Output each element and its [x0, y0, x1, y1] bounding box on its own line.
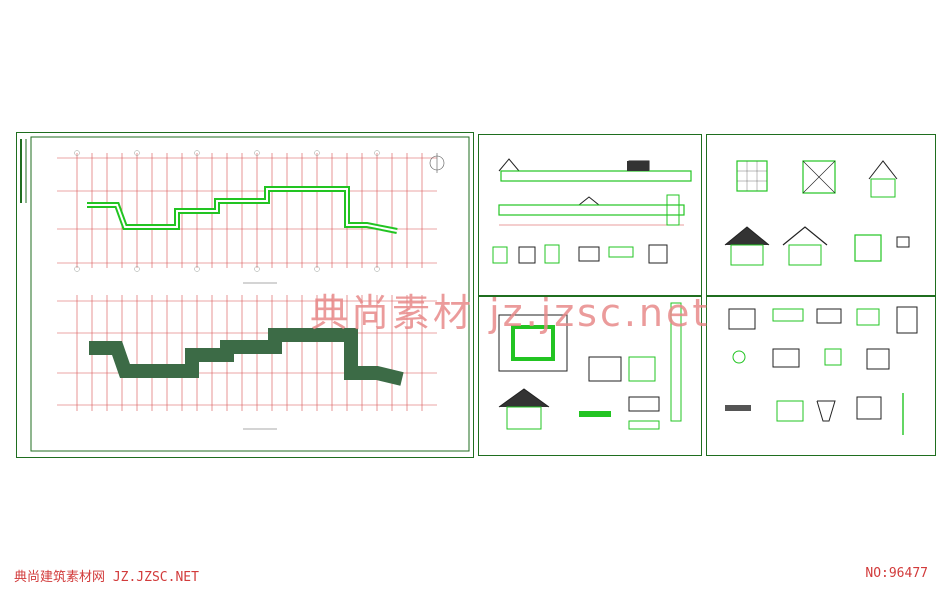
footer-site-name: 典尚建筑素材网 JZ.JZSC.NET — [14, 570, 199, 585]
detail-drawings — [725, 306, 918, 435]
drawing-sheet-pavilion — [706, 134, 936, 296]
drawing-sheet-gate — [478, 296, 702, 456]
plan-drawings — [20, 136, 470, 452]
watermark-text: 典尚素材 jz.jzsc.net — [310, 291, 711, 335]
drawing-sheet-elevations — [478, 134, 702, 296]
drawing-sheet-details — [706, 296, 936, 456]
gate-drawings — [498, 302, 682, 430]
drawing-sheet-plans — [16, 132, 474, 458]
elevation-drawings — [492, 158, 692, 264]
footer-item-number: NO:96477 — [865, 566, 928, 581]
pavilion-drawings — [724, 160, 910, 266]
